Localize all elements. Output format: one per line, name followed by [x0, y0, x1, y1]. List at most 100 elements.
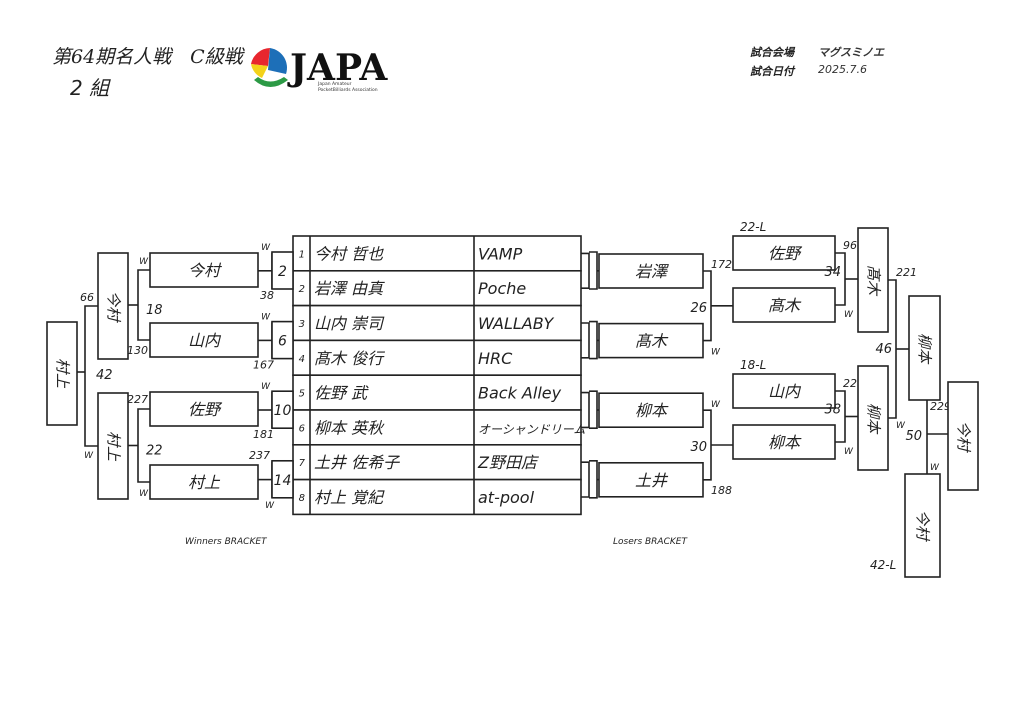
- losers-r1-name: 岩澤: [635, 262, 669, 281]
- losers-r1-name-box: [598, 253, 704, 289]
- winners-r1-match-number: 2: [278, 264, 287, 280]
- losers-bracket-label: Losers BRACKET: [613, 537, 688, 547]
- losers-final-drop-in-name: 今村: [914, 510, 932, 542]
- date-label: 試合日付: [750, 65, 794, 78]
- losers-r2-top-name: 山内: [768, 382, 802, 401]
- player-club: Z野田店: [477, 453, 539, 472]
- losers-r1-name: 髙木: [635, 332, 669, 351]
- winners-r2-name-box: [149, 252, 259, 288]
- losers-r2-match-number: 38: [824, 403, 841, 418]
- losers-r1-connector: [581, 252, 590, 289]
- page-title: 第64期名人戦 C級戦: [52, 46, 243, 68]
- group-label: 2 組: [70, 76, 110, 100]
- losers-r2-top-mark: 96: [843, 239, 857, 252]
- losers-r1-top-mark: 172: [711, 258, 732, 271]
- winners-r2-top-mark: W: [139, 257, 149, 267]
- japa-logo: JAPA Japan Amateur PocketBilliards Assoc…: [248, 44, 388, 96]
- player-club: Back Alley: [478, 384, 562, 403]
- losers-r3-bottom-mark: W: [896, 421, 906, 431]
- winners-r1-bottom-mark: 181: [253, 428, 274, 441]
- losers-drop-in-label: 18-L: [740, 358, 766, 372]
- venue-label: 試合会場: [750, 46, 794, 59]
- losers-r1-bracket-box: [589, 320, 598, 360]
- player-seed: 8: [299, 493, 305, 504]
- losers-final-top-mark: 229: [930, 400, 951, 413]
- winners-r1-top-mark: W: [261, 382, 271, 392]
- winners-r1-bottom-mark: 38: [260, 289, 274, 302]
- winners-bracket-label: Winners BRACKET: [185, 537, 268, 547]
- logo-subtitle-2: PocketBilliards Association: [318, 87, 378, 93]
- losers-r1-connector: [581, 391, 590, 429]
- losers-drop-in-label: 22-L: [740, 220, 766, 234]
- losers-r2-bottom-mark: W: [844, 310, 854, 320]
- japa-logo-icon: JAPA Japan Amateur PocketBilliards Assoc…: [251, 47, 388, 93]
- losers-r1-match-number: 26: [690, 301, 707, 316]
- player-name: 岩澤 由真: [314, 279, 385, 298]
- losers-final-winner-name: 今村: [955, 421, 973, 453]
- winners-r2-bottom-mark: 130: [127, 344, 148, 357]
- losers-r1-bottom-mark: W: [711, 348, 721, 358]
- winners-r2-name-box: [149, 464, 259, 500]
- winners-r1-bottom-mark: 167: [253, 359, 274, 372]
- winners-r1-top-mark: W: [261, 243, 271, 253]
- winners-r1-match-number: 10: [274, 403, 292, 419]
- winners-final-match-number: 42: [96, 368, 113, 383]
- winners-r3-name-box: [97, 252, 129, 360]
- winners-champion-box: [46, 321, 78, 426]
- winners-r2-bottom-mark: W: [139, 489, 149, 499]
- losers-r1-bracket-box: [589, 390, 598, 429]
- losers-r3-winner-box: [908, 295, 941, 401]
- losers-r2-winner-name: 髙木: [865, 265, 883, 297]
- player-name: 土井 佐希子: [314, 453, 400, 472]
- date-value: 2025.7.6: [818, 63, 867, 76]
- winners-r2-top-mark: 227: [127, 393, 148, 406]
- winners-r3-name: 村上: [105, 431, 123, 462]
- losers-r1-name-box: [598, 322, 704, 359]
- winners-r1-match-number: 6: [278, 334, 287, 350]
- winners-r2-name: 今村: [188, 261, 222, 280]
- player-seed: 4: [299, 354, 305, 365]
- losers-r1-bottom-mark: 188: [711, 484, 732, 497]
- player-seed: 1: [299, 249, 305, 260]
- logo-subtitle-1: Japan Amateur: [317, 81, 352, 87]
- winners-r1-top-mark: 237: [249, 449, 270, 462]
- losers-r1-bracket-box: [589, 251, 598, 290]
- player-seed: 2: [299, 284, 305, 295]
- logo-wordmark: JAPA: [287, 47, 388, 89]
- losers-r2-top-box: [732, 373, 836, 409]
- winners-r3-name-box: [97, 392, 129, 500]
- player-club: HRC: [478, 349, 513, 368]
- losers-final-match-number: 50: [905, 429, 922, 444]
- winners-r1-bottom-mark: W: [265, 501, 275, 511]
- player-seed: 6: [299, 423, 305, 434]
- losers-r2-bottom-name: 髙木: [768, 296, 802, 315]
- winners-final-bottom-mark: W: [84, 451, 94, 461]
- losers-r1-top-mark: W: [711, 400, 721, 410]
- player-name: 柳本 英秋: [314, 418, 385, 437]
- winners-champion-name: 村上: [54, 358, 72, 389]
- player-row: [292, 443, 582, 481]
- player-club: VAMP: [478, 244, 523, 263]
- losers-final-winner-box: [947, 381, 979, 491]
- winners-r3-name: 今村: [105, 291, 123, 323]
- winners-r2-match-number: 22: [146, 444, 163, 459]
- player-name: 山内 崇司: [314, 314, 385, 333]
- player-club: Poche: [478, 279, 526, 298]
- winners-final-top-mark: 66: [80, 291, 94, 304]
- losers-r1-match-number: 30: [690, 440, 707, 455]
- winners-r2-name: 佐野: [188, 400, 223, 419]
- player-seed: 5: [299, 389, 305, 400]
- losers-final-drop-in-label: 42-L: [870, 558, 896, 572]
- losers-r3-winner-name: 柳本: [916, 333, 934, 365]
- losers-r1-name-box: [598, 461, 704, 498]
- player-name: 今村 哲也: [314, 244, 384, 263]
- losers-r3-match-number: 46: [875, 342, 892, 357]
- losers-r1-connector: [581, 461, 590, 498]
- winners-r2-match-number: 18: [146, 303, 163, 318]
- player-row: [292, 339, 582, 376]
- losers-final-bottom-mark: W: [930, 463, 940, 473]
- losers-r1-connector: [581, 322, 590, 359]
- losers-r2-bottom-name: 柳本: [768, 433, 802, 452]
- losers-r2-match-number: 34: [824, 265, 841, 280]
